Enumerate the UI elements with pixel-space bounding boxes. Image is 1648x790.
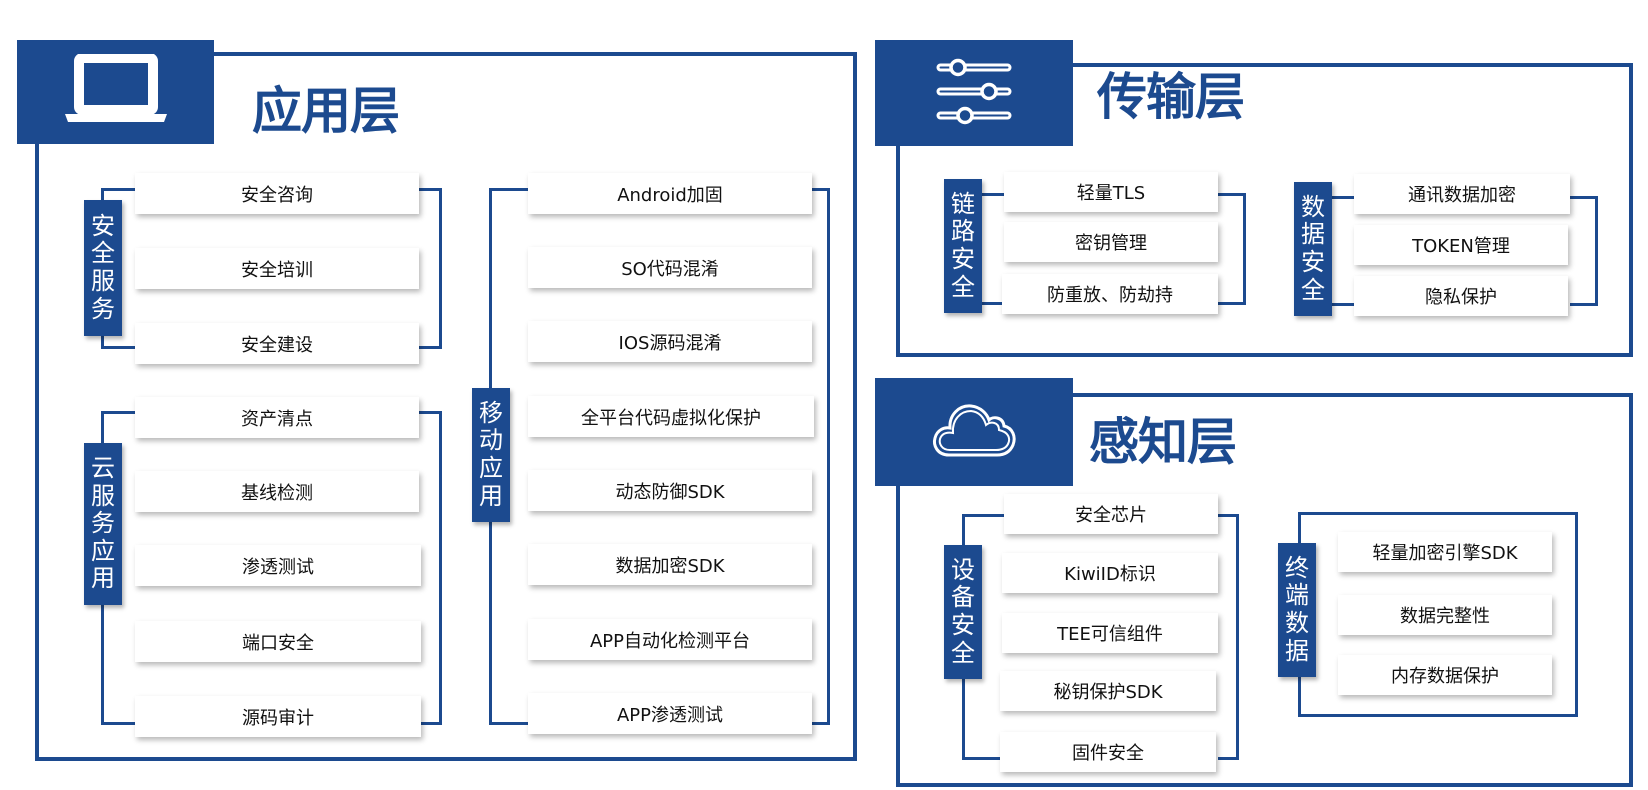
item-dynamic-defense-sdk[interactable]: 动态防御SDK (528, 470, 812, 511)
item-baseline-check[interactable]: 基线检测 (135, 471, 419, 512)
security-service-bracket-right (418, 188, 442, 349)
item-security-consulting[interactable]: 安全咨询 (135, 173, 419, 214)
item-key-management[interactable]: 密钥管理 (1004, 222, 1218, 262)
item-port-security[interactable]: 端口安全 (135, 621, 421, 662)
item-lightweight-crypto-sdk[interactable]: 轻量加密引擎SDK (1338, 532, 1552, 572)
item-firmware-security[interactable]: 固件安全 (1000, 732, 1216, 772)
item-asset-inventory[interactable]: 资产清点 (135, 397, 419, 438)
sliders-icon (936, 55, 1012, 131)
application-layer-title: 应用层 (252, 82, 400, 140)
item-app-penetration-test[interactable]: APP渗透测试 (528, 693, 812, 734)
transport-layer-title: 传输层 (1097, 68, 1245, 126)
cloud-icon (931, 397, 1017, 467)
item-so-obfuscation[interactable]: SO代码混淆 (528, 247, 812, 288)
item-lightweight-tls[interactable]: 轻量TLS (1004, 172, 1218, 212)
item-privacy-protection[interactable]: 隐私保护 (1354, 276, 1568, 316)
device-security-bracket-right (1218, 514, 1239, 760)
item-code-virtualization[interactable]: 全平台代码虚拟化保护 (528, 396, 814, 437)
item-ios-obfuscation[interactable]: IOS源码混淆 (528, 321, 812, 362)
cloud-service-bracket-right (418, 411, 442, 725)
item-data-encryption-sdk[interactable]: 数据加密SDK (528, 544, 812, 585)
cloud-service-tag: 云 服 务 应 用 (84, 443, 122, 605)
device-security-tag: 设 备 安 全 (944, 545, 982, 679)
item-security-construction[interactable]: 安全建设 (135, 323, 419, 364)
item-android-hardening[interactable]: Android加固 (528, 173, 812, 214)
item-kiwiid[interactable]: KiwiID标识 (1002, 553, 1218, 593)
item-source-audit[interactable]: 源码审计 (135, 696, 421, 737)
application-layer-header (17, 40, 214, 144)
item-comm-data-encryption[interactable]: 通讯数据加密 (1354, 174, 1570, 214)
item-key-protection-sdk[interactable]: 秘钥保护SDK (1000, 671, 1216, 711)
transport-layer-header (875, 40, 1073, 146)
laptop-icon (61, 53, 171, 130)
data-security-bracket-right (1570, 196, 1598, 306)
terminal-data-tag: 终 端 数 据 (1278, 543, 1316, 677)
item-app-auto-detection[interactable]: APP自动化检测平台 (528, 619, 812, 660)
item-data-integrity[interactable]: 数据完整性 (1338, 595, 1552, 635)
item-tee-component[interactable]: TEE可信组件 (1002, 613, 1218, 653)
item-penetration-test[interactable]: 渗透测试 (135, 545, 421, 586)
link-security-bracket-right (1218, 193, 1246, 305)
perception-layer-title: 感知层 (1089, 413, 1237, 471)
item-anti-replay-hijack[interactable]: 防重放、防劫持 (1002, 274, 1218, 314)
item-token-management[interactable]: TOKEN管理 (1354, 225, 1568, 265)
perception-layer-header (875, 378, 1073, 486)
item-security-chip[interactable]: 安全芯片 (1004, 494, 1218, 534)
data-security-tag: 数 据 安 全 (1294, 182, 1332, 316)
mobile-app-tag: 移 动 应 用 (472, 388, 510, 522)
link-security-tag: 链 路 安 全 (944, 179, 982, 313)
security-service-tag: 安 全 服 务 (84, 200, 122, 336)
item-security-training[interactable]: 安全培训 (135, 248, 419, 289)
mobile-app-bracket-right (810, 188, 830, 725)
item-memory-data-protection[interactable]: 内存数据保护 (1338, 655, 1552, 695)
